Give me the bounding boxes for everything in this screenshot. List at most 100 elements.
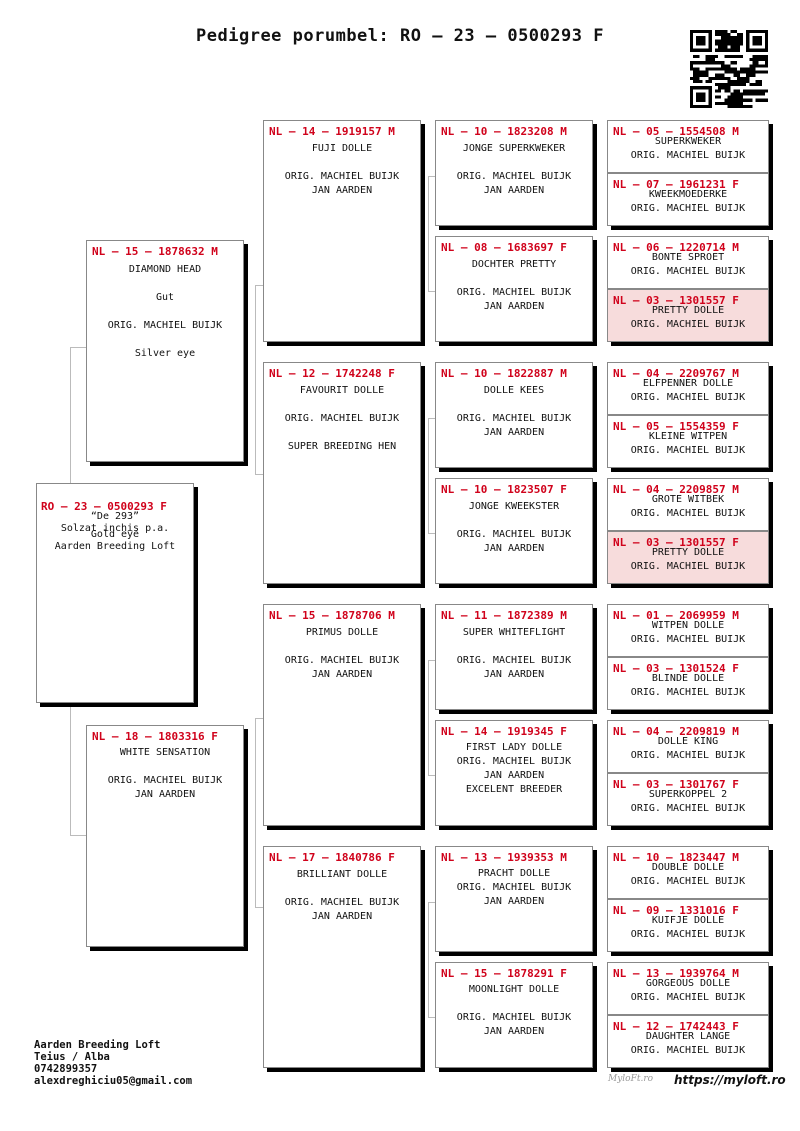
ring-number: NL – 17 – 1840786 F	[269, 851, 395, 864]
pigeon-detail-line: ORIG. MACHIEL BUIJK	[456, 756, 572, 767]
pigeon-detail-line: JONGE SUPERKWEKER	[462, 143, 566, 154]
pigeon-detail-line: BLINDE DOLLE	[651, 673, 725, 684]
pigeon-detail-line: Silver eye	[134, 348, 196, 359]
pigeon-detail-line: SUPER WHITEFLIGHT	[462, 627, 566, 638]
pigeon-detail-line: MOONLIGHT DOLLE	[468, 984, 560, 995]
email-address[interactable]: alexdreghiciu05@gmail.com	[34, 1075, 193, 1087]
pigeon-detail-line: JAN AARDEN	[134, 789, 196, 800]
pigeon-detail-line: GORGEOUS DOLLE	[645, 978, 731, 989]
pigeon-detail-line: JAN AARDEN	[311, 669, 373, 680]
pigeon-detail-line: ORIG. MACHIEL BUIJK	[630, 634, 746, 645]
pigeon-detail-line: ORIG. MACHIEL BUIJK	[284, 413, 400, 424]
ring-number: NL – 14 – 1919157 M	[269, 125, 395, 138]
pigeon-detail-line: JAN AARDEN	[483, 543, 545, 554]
qr-code-icon	[690, 30, 768, 108]
ring-number: NL – 10 – 1823208 M	[441, 125, 567, 138]
ring-number: NL – 08 – 1683697 F	[441, 241, 567, 254]
loft-name: Aarden Breeding Loft	[34, 1039, 161, 1051]
pigeon-detail-line: ORIG. MACHIEL BUIJK	[630, 561, 746, 572]
pigeon-detail-line: ORIG. MACHIEL BUIJK	[630, 687, 746, 698]
footer-contact: Aarden Breeding Loft Teius / Alba 074289…	[34, 1039, 192, 1087]
signature: MyloFt.ro	[608, 1074, 654, 1084]
pigeon-detail-line: GROTE WITBEK	[651, 494, 725, 505]
pigeon-detail-line: JAN AARDEN	[483, 770, 545, 781]
connector	[255, 718, 264, 908]
pigeon-detail-line: ORIG. MACHIEL BUIJK	[630, 992, 746, 1003]
ring-number: NL – 15 – 1878632 M	[92, 245, 218, 258]
pigeon-detail-line: JONGE KWEEKSTER	[468, 501, 560, 512]
ring-number: NL – 12 – 1742248 F	[269, 367, 395, 380]
pigeon-detail-line: DOCHTER PRETTY	[471, 259, 557, 270]
pigeon-detail-line: ORIG. MACHIEL BUIJK	[630, 750, 746, 761]
pigeon-detail-line: WHITE SENSATION	[119, 747, 211, 758]
pigeon-detail-line: JAN AARDEN	[483, 301, 545, 312]
pigeon-detail-line: ORIG. MACHIEL BUIJK	[456, 655, 572, 666]
ring-number: NL – 10 – 1822887 M	[441, 367, 567, 380]
pigeon-detail-line: ORIG. MACHIEL BUIJK	[630, 203, 746, 214]
ring-number: NL – 10 – 1823507 F	[441, 483, 567, 496]
pigeon-detail-line: ORIG. MACHIEL BUIJK	[456, 171, 572, 182]
ring-number: NL – 03 – 1301557 F	[613, 536, 739, 549]
pigeon-detail-line: PRIMUS DOLLE	[305, 627, 379, 638]
pigeon-detail-line: ORIG. MACHIEL BUIJK	[107, 320, 223, 331]
pigeon-detail-line: SUPERKOPPEL 2	[648, 789, 728, 800]
ring-number: NL – 10 – 1823447 M	[613, 851, 739, 864]
ring-number: NL – 12 – 1742443 F	[613, 1020, 739, 1033]
pigeon-card: NL – 10 – 1823208 M JONGE SUPERKWEKER ORIG…	[435, 120, 593, 226]
ring-number: NL – 18 – 1803316 F	[92, 730, 218, 743]
connector	[255, 285, 264, 475]
pigeon-detail-line: EXCELENT BREEDER	[465, 784, 563, 795]
ring-number: NL – 15 – 1878291 F	[441, 967, 567, 980]
pigeon-detail-line: ORIG. MACHIEL BUIJK	[630, 508, 746, 519]
pigeon-detail-line: ORIG. MACHIEL BUIJK	[630, 803, 746, 814]
ring-number: NL – 03 – 1301557 F	[613, 294, 739, 307]
pigeon-detail-line: ORIG. MACHIEL BUIJK	[630, 876, 746, 887]
ring-number: NL – 04 – 2209819 M	[613, 725, 739, 738]
pigeon-detail-line: PRETTY DOLLE	[651, 305, 725, 316]
ring-number: NL – 03 – 1301767 F	[613, 778, 739, 791]
pigeon-detail-line: ORIG. MACHIEL BUIJK	[630, 150, 746, 161]
pigeon-detail-line: KUIFJE DOLLE	[651, 915, 725, 926]
pigeon-detail-line: ORIG. MACHIEL BUIJK	[630, 266, 746, 277]
pigeon-detail-line: DOUBLE DOLLE	[651, 862, 725, 873]
pigeon-detail-line: ORIG. MACHIEL BUIJK	[284, 171, 400, 182]
pigeon-detail-line: SUPERKWEKER	[654, 136, 722, 147]
pigeon-detail-line: ELFPENNER DOLLE	[642, 378, 734, 389]
ring-number: NL – 07 – 1961231 F	[613, 178, 739, 191]
loft-location: Teius / Alba	[34, 1051, 110, 1063]
ring-number: NL – 15 – 1878706 M	[269, 609, 395, 622]
ring-number: NL – 13 – 1939764 M	[613, 967, 739, 980]
ring-number: NL – 11 – 1872389 M	[441, 609, 567, 622]
pigeon-detail-line: PRETTY DOLLE	[651, 547, 725, 558]
page-title: Pedigree porumbel: RO – 23 – 0500293 F	[196, 26, 604, 46]
ring-number: NL – 14 – 1919345 F	[441, 725, 567, 738]
pigeon-detail-line: PRACHT DOLLE	[477, 868, 551, 879]
pigeon-detail-line: ORIG. MACHIEL BUIJK	[630, 1045, 746, 1056]
ring-number: NL – 01 – 2069959 M	[613, 609, 739, 622]
website-link[interactable]: https://myloft.ro	[674, 1073, 786, 1087]
pigeon-detail-line: ORIG. MACHIEL BUIJK	[107, 775, 223, 786]
pigeon-detail-line: KLEINE WITPEN	[648, 431, 728, 442]
pigeon-detail-line: ORIG. MACHIEL BUIJK	[456, 413, 572, 424]
phone-number: 0742899357	[34, 1063, 98, 1075]
